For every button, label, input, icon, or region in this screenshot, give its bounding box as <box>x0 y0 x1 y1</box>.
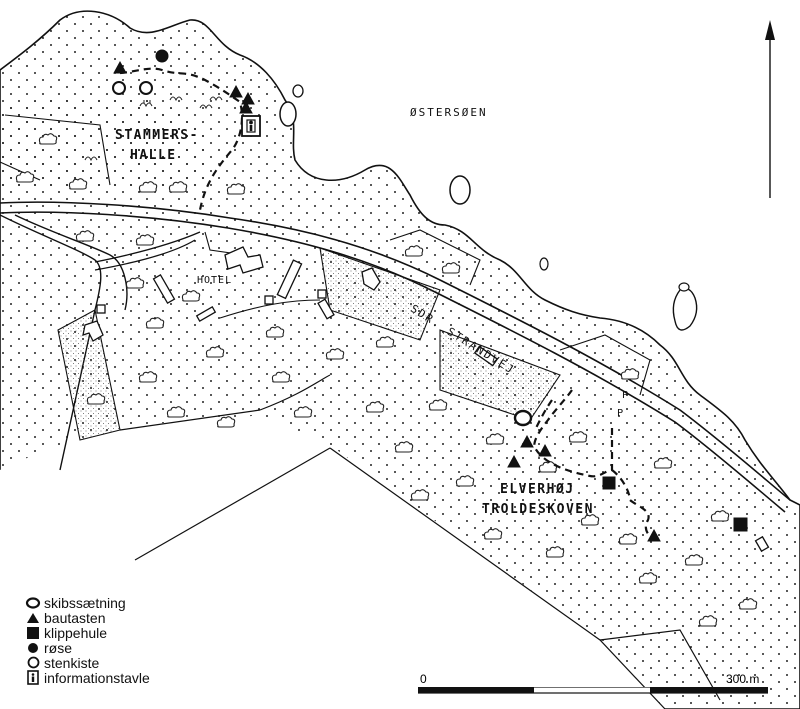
side-road <box>0 214 102 471</box>
field-boundary <box>134 447 331 561</box>
standing-stone-icon <box>538 443 552 457</box>
legend-label: bautasten <box>44 609 106 626</box>
islet <box>292 84 304 98</box>
legend-item: klippehule <box>22 624 150 641</box>
scale-bar: 0 300 m <box>418 672 768 702</box>
stippled-field <box>319 247 441 341</box>
hotel-label: HOTEL <box>197 275 233 286</box>
legend-item: skibssætning <box>22 594 150 611</box>
stone-cist-icon <box>22 655 44 670</box>
side-road <box>14 214 128 311</box>
parking-label: P <box>617 408 624 419</box>
field-boundary <box>259 374 331 411</box>
parking-label: P <box>622 390 629 401</box>
legend-item: stenkiste <box>22 654 150 671</box>
legend-label: informationstavle <box>44 669 150 686</box>
field-boundary <box>389 229 481 286</box>
cairn-icon <box>155 49 169 63</box>
islet <box>279 101 297 127</box>
rock-cave-icon <box>22 625 44 640</box>
stone-cist-icon <box>139 81 153 95</box>
legend-item: røse <box>22 639 150 656</box>
legend: skibssætning bautasten klippehule røse s… <box>22 594 150 686</box>
forest-boundary <box>4 114 111 186</box>
legend-label: skibssætning <box>44 594 126 611</box>
islet <box>449 175 471 205</box>
site-label-stammershalle-2: HALLE <box>130 148 177 163</box>
forest-north <box>0 94 210 190</box>
buildings <box>82 246 770 553</box>
map-symbols <box>112 49 748 542</box>
road-edge <box>0 201 791 501</box>
north-arrow-icon <box>765 20 775 198</box>
standing-stone-icon <box>239 100 253 114</box>
standing-stone-icon <box>229 84 243 98</box>
ship-setting-icon <box>513 409 533 427</box>
stippled-field <box>57 309 121 441</box>
field-boundary <box>219 299 321 319</box>
rock-cave-icon <box>602 476 616 490</box>
legend-label: klippehule <box>44 624 108 641</box>
stone-cist-icon <box>112 81 126 95</box>
scale-bar-graphic <box>418 687 768 694</box>
side-road <box>94 239 196 271</box>
info-board-icon <box>241 115 261 137</box>
islet <box>539 257 549 271</box>
footpath-troldeskoven <box>534 399 553 431</box>
rock-cave-icon <box>733 517 748 532</box>
site-label-elverhoj: ELVERHØJ <box>500 482 575 497</box>
standing-stone-icon <box>507 454 521 468</box>
field-boundary <box>119 409 261 431</box>
standing-stone-icon <box>241 91 255 105</box>
legend-label: stenkiste <box>44 654 100 671</box>
footpath-stammershalle <box>119 67 244 211</box>
sea-label: ØSTERSØEN <box>410 106 488 119</box>
side-road <box>94 231 201 263</box>
open-land <box>0 415 665 709</box>
footpath-troldeskoven <box>533 389 654 541</box>
standing-stone-icon <box>647 528 661 542</box>
scale-end-label: 300 m <box>726 672 760 686</box>
islet <box>672 287 698 331</box>
cairn-icon <box>22 640 44 655</box>
info-board-icon <box>22 670 44 685</box>
site-label-stammershalle-1: STAMMERS- <box>115 128 199 143</box>
marsh-symbols <box>84 96 223 162</box>
legend-item: informationstavle <box>22 669 150 686</box>
legend-label: røse <box>44 639 72 656</box>
site-label-troldeskoven: TROLDESKOVEN <box>482 502 594 517</box>
standing-stone-icon <box>520 434 534 448</box>
field-boundary <box>559 334 651 396</box>
islet <box>678 282 690 292</box>
field-boundary <box>599 629 721 701</box>
standing-stone-icon <box>113 60 127 74</box>
ship-setting-icon <box>22 595 44 610</box>
standing-stone-icon <box>22 610 44 625</box>
legend-item: bautasten <box>22 609 150 626</box>
scale-start-label: 0 <box>420 672 427 686</box>
